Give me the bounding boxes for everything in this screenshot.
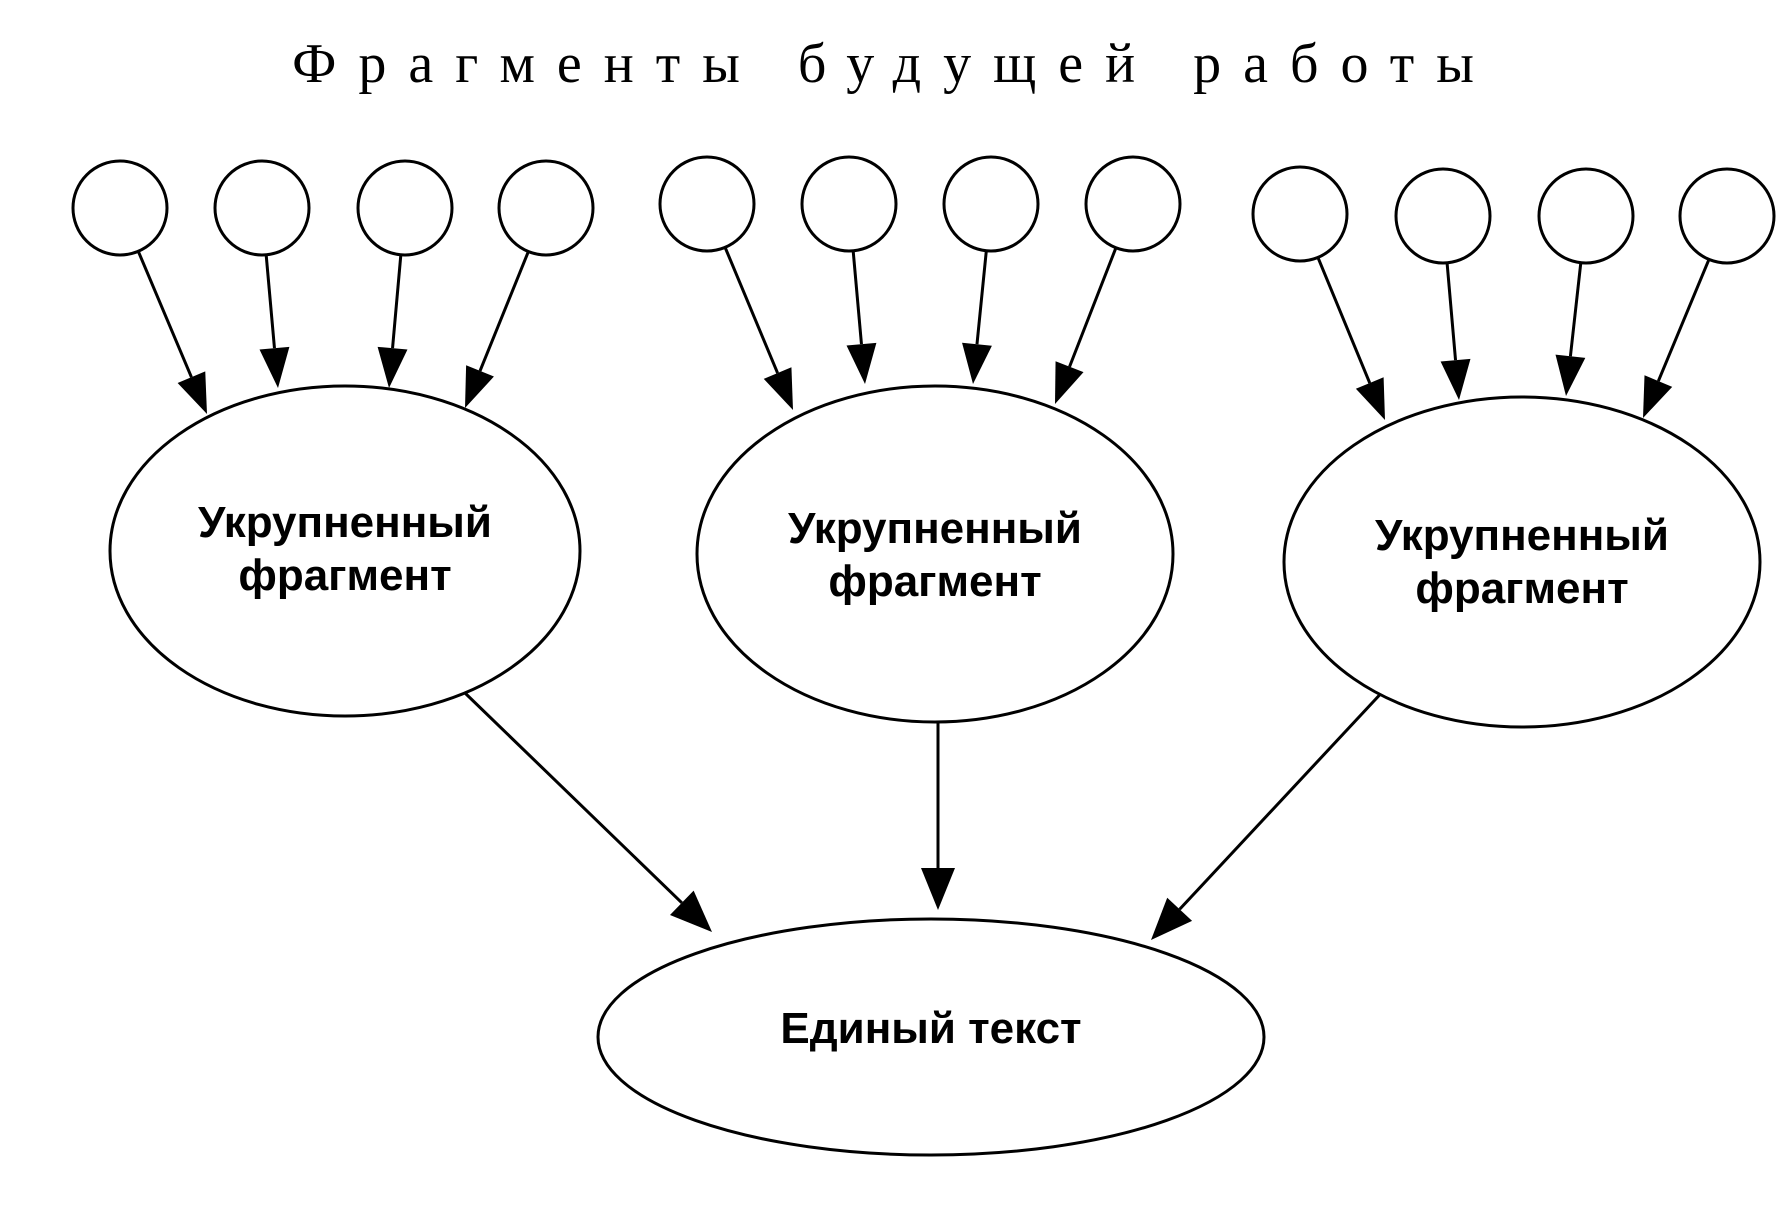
arrow-head — [1440, 358, 1471, 400]
group-node-label-line1: Укрупненный — [198, 498, 492, 547]
fragment-to-group-arrow — [975, 250, 988, 345]
arrow-head — [1643, 375, 1673, 418]
result-node-label: Единый текст — [780, 1004, 1081, 1053]
arrow-head — [177, 371, 207, 414]
group-to-result-arrow — [1178, 685, 1389, 911]
fragment-to-group-arrow — [478, 250, 530, 372]
arrow-head — [377, 346, 408, 388]
fragment-to-group-arrow — [1068, 247, 1118, 368]
fragment-node — [658, 155, 756, 253]
group-node-ellipse — [108, 384, 582, 718]
edges-layer — [136, 246, 1711, 940]
fragment-node — [213, 159, 311, 257]
group-node: Укрупненный фрагмент — [695, 384, 1175, 724]
fragment-to-group-arrow — [851, 250, 863, 345]
group-node-label-line1: Укрупненный — [1375, 511, 1669, 560]
fragment-node — [497, 159, 595, 257]
fragment-nodes-layer — [71, 155, 1776, 265]
fragment-node — [1678, 167, 1776, 265]
group-node-label-line2: фрагмент — [238, 551, 451, 600]
arrow-head — [846, 342, 877, 384]
group-node-ellipse — [1282, 395, 1762, 729]
group-node-label-line2: фрагмент — [1415, 564, 1628, 613]
group-node: Укрупненный фрагмент — [108, 384, 582, 718]
fragment-node — [800, 155, 898, 253]
fragment-node — [1084, 155, 1182, 253]
arrow-head — [1555, 354, 1586, 396]
diagram-title: Фрагменты будущей работы — [292, 33, 1496, 95]
fragment-to-group-arrow — [1568, 262, 1583, 357]
arrow-head — [669, 890, 712, 932]
arrow-head — [1055, 361, 1084, 404]
fragment-to-group-arrow — [723, 246, 779, 374]
arrow-head — [1355, 377, 1385, 420]
group-node-label-line2: фрагмент — [828, 557, 1041, 606]
arrow-head — [1151, 897, 1193, 940]
group-node: Укрупненный фрагмент — [1282, 395, 1762, 729]
group-node-label-line1: Укрупненный — [788, 504, 1082, 553]
fragment-to-group-arrow — [1656, 258, 1711, 382]
fragment-to-group-arrow — [1445, 262, 1458, 361]
fragment-node — [356, 159, 454, 257]
fragment-node — [942, 155, 1040, 253]
fragment-to-group-arrow — [264, 254, 276, 349]
fragment-node — [71, 159, 169, 257]
arrow-head — [921, 868, 955, 910]
fragment-node — [1251, 165, 1349, 263]
group-to-result-arrow — [463, 691, 683, 904]
arrow-head — [962, 342, 992, 384]
group-node-ellipse — [695, 384, 1175, 724]
arrow-head — [465, 365, 494, 408]
arrow-head — [763, 367, 793, 410]
fragment-to-group-arrow — [1316, 256, 1372, 384]
fragment-node — [1537, 167, 1635, 265]
fragment-to-group-arrow — [391, 254, 403, 349]
arrow-head — [259, 346, 290, 388]
fragment-node — [1394, 167, 1492, 265]
fragment-to-group-arrow — [136, 250, 193, 378]
result-node-ellipse — [596, 917, 1266, 1157]
result-node: Единый текст — [596, 917, 1266, 1157]
